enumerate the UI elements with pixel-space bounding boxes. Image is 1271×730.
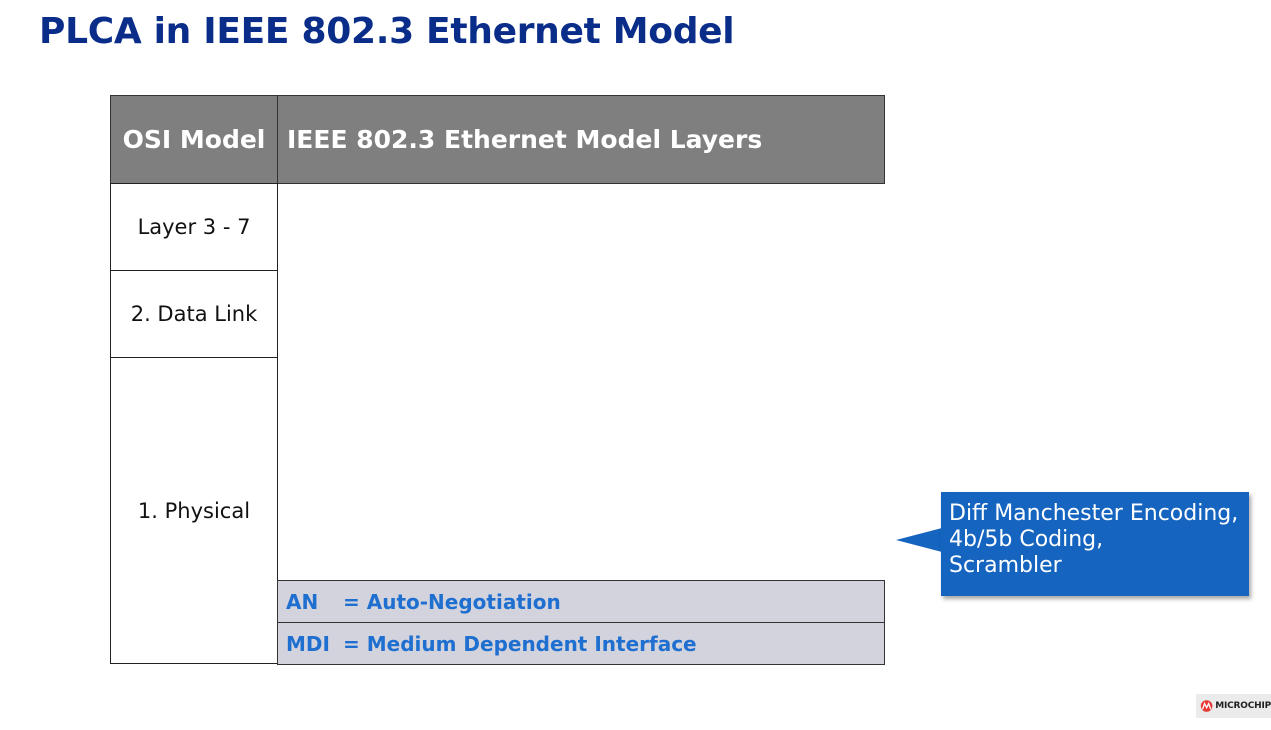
slide-title: PLCA in IEEE 802.3 Ethernet Model (39, 11, 735, 52)
osi-row-physical: 1. Physical (110, 357, 278, 664)
callout-line: Diff Manchester Encoding, (949, 501, 1239, 526)
encoding-callout: Diff Manchester Encoding, 4b/5b Coding, … (941, 492, 1249, 596)
osi-row-data-link: 2. Data Link (110, 270, 278, 358)
callout-line: 4b/5b Coding, (949, 527, 1104, 552)
osi-row-layer-3-7: Layer 3 - 7 (110, 183, 278, 271)
ieee-layers-header: IEEE 802.3 Ethernet Model Layers (277, 95, 885, 184)
legend-row-mdi: MDI = Medium Dependent Interface (277, 622, 885, 665)
callout-line: Scrambler (949, 553, 1062, 578)
microchip-logo: MICROCHIP (1196, 694, 1271, 718)
callout-pointer (896, 528, 942, 552)
legend-abbr-mdi: MDI (286, 631, 330, 656)
legend-text-an: = Auto-Negotiation (343, 589, 561, 614)
legend-row-an: AN = Auto-Negotiation (277, 580, 885, 623)
logo-text: MICROCHIP (1215, 701, 1271, 711)
osi-model-header: OSI Model (110, 95, 278, 184)
legend-text-mdi: = Medium Dependent Interface (343, 631, 697, 656)
microchip-logo-icon (1200, 700, 1213, 712)
legend-abbr-an: AN (286, 589, 319, 614)
